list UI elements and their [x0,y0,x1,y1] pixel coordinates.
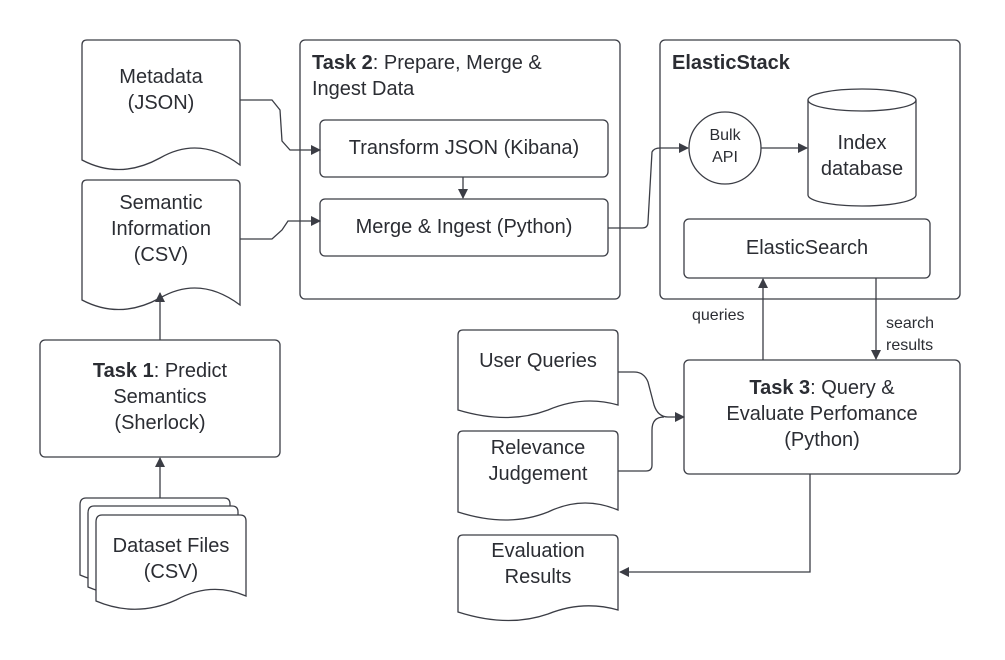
elasticstack-title: ElasticStack [672,50,922,76]
metadata-line2: (JSON) [127,92,195,114]
dataset-line2: (CSV) [143,561,199,583]
relevance-doc-shape [457,430,619,521]
task1-label: Task 1: Predict Semantics (Sherlock) [40,358,280,436]
semantic-line3: (CSV) [133,244,189,266]
task3-line2: Evaluate Perfomance [726,403,918,425]
task1-line2: Semantics [113,386,207,408]
semantic-line1: Semantic [119,192,203,214]
evaluation-line1: Evaluation [491,540,585,562]
index-line2: database [820,158,904,180]
elasticsearch-label: ElasticSearch [745,237,869,259]
dataset-doc-label: Dataset Files (CSV) [96,533,246,585]
task2-rest: : Prepare, Merge & [372,52,542,74]
metadata-doc-shape [81,39,241,171]
elasticstack-title-text: ElasticStack [672,52,790,74]
queries-label: queries [692,307,745,324]
task3-bold: Task 3 [749,377,811,399]
relevance-label: Relevance Judgement [458,435,618,487]
task2-bold: Task 2 [312,52,373,74]
evaluation-line2: Results [504,566,572,588]
search-results-label: search results [886,313,956,357]
relevance-line1: Relevance [490,437,586,459]
metadata-line1: Metadata [119,66,203,88]
search-results-line1: search [886,315,935,332]
semantic-doc-label: Semantic Information (CSV) [82,190,240,268]
merge-label: Merge & Ingest (Python) [355,216,573,238]
task3-line1: Task 3: Query & [684,375,960,401]
dataset-doc-front [95,514,247,610]
index-db-label: Index database [808,130,916,182]
evaluation-label: Evaluation Results [458,538,618,590]
conn-metadata-transform [240,99,321,155]
dataset-line1: Dataset Files [112,535,230,557]
user-queries-label: User Queries [479,350,597,372]
search-results-line2: results [886,337,934,354]
semantic-line2: Information [110,218,212,240]
task2-line2: Ingest Data [312,78,415,100]
index-line1: Index [837,132,887,154]
evaluation-doc-shape [457,534,619,622]
bulk-line2: API [712,149,738,166]
index-db-cylinder-rim [807,99,917,112]
task1-line1: Task 1: Predict [40,358,280,384]
conn-merge-bulk [608,143,689,229]
transform-label: Transform JSON (Kibana) [348,137,580,159]
task3-label: Task 3: Query & Evaluate Perfomance (Pyt… [684,375,960,453]
user-queries-doc-shape [457,329,619,419]
conn-task3-evaluation [619,474,811,577]
relevance-line2: Judgement [488,463,588,485]
conn-semantic-merge [240,216,321,240]
task1-rest: : Predict [153,360,228,382]
task1-line3: (Sherlock) [114,412,206,434]
bulk-api-label: Bulk API [689,125,761,169]
task2-title: Task 2: Prepare, Merge & Ingest Data [312,50,612,102]
conn-relevance-task3 [618,416,665,472]
index-db-cylinder [807,88,917,207]
task2-line1: Task 2: Prepare, Merge & [312,50,612,76]
conn-user-queries-task3 [618,371,685,422]
task3-line3: (Python) [784,429,860,451]
task1-bold: Task 1 [92,360,154,382]
task3-rest: : Query & [810,377,895,399]
semantic-doc-shape [81,179,241,311]
metadata-doc-label: Metadata (JSON) [82,64,240,116]
elasticsearch-box [683,218,931,279]
bulk-line1: Bulk [709,127,741,144]
